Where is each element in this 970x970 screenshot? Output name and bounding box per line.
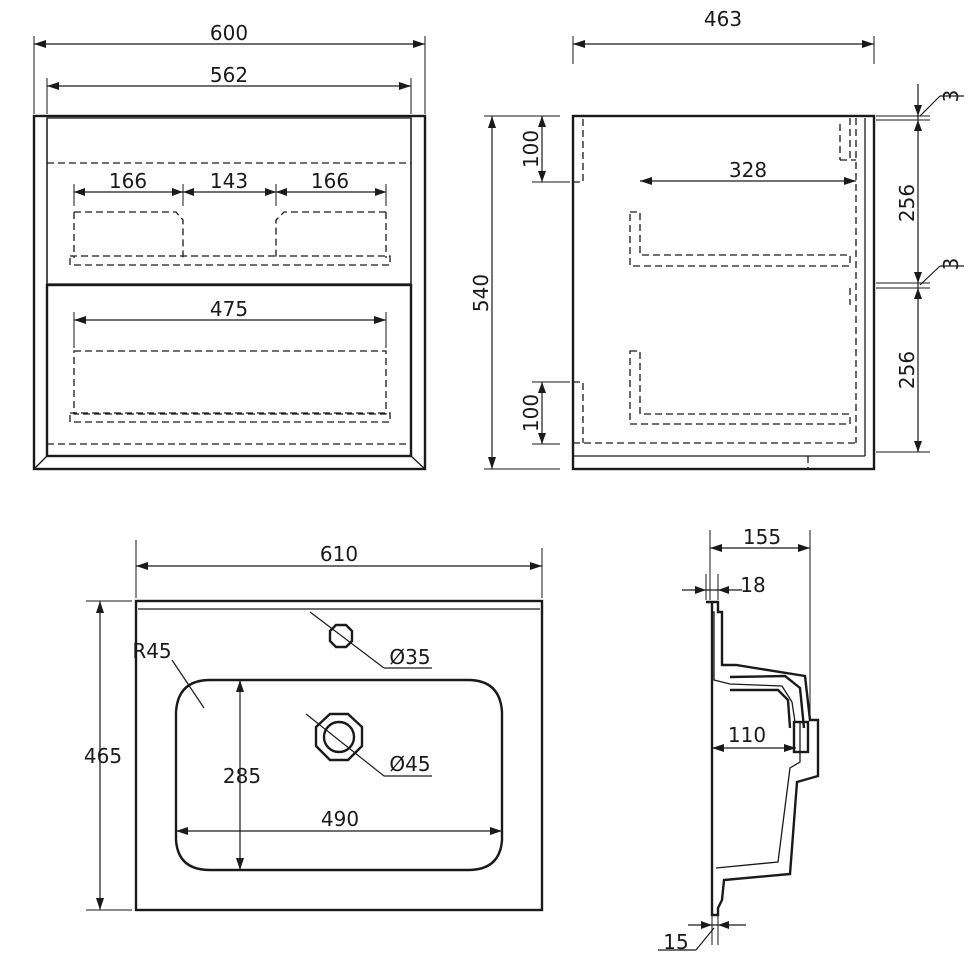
dim-top-drawer-right: 166: [311, 169, 349, 193]
bottom-drawer-front: [45, 283, 413, 458]
dim-top-offset: 100: [519, 130, 543, 168]
dim-inner-width: 562: [210, 63, 248, 87]
dim-corner-radius: R45: [132, 639, 171, 663]
dim-gap-middle: 3: [939, 258, 963, 271]
dim-height: 540: [469, 274, 493, 312]
dim-drawer-height-top: 256: [895, 184, 919, 222]
dim-section-depth: 155: [743, 525, 781, 549]
tap-hole: [328, 623, 354, 649]
dim-top-drawer-left: 166: [109, 169, 147, 193]
dim-bowl-width: 490: [321, 807, 359, 831]
dim-top-drawer-middle: 143: [210, 169, 248, 193]
trap-fitting: [792, 720, 810, 754]
dim-bottom-offset: 100: [519, 394, 543, 432]
dim-bowl-depth: 285: [223, 764, 261, 788]
cabinet-front-outline: [32, 114, 427, 471]
basin-top-outline: [134, 599, 544, 912]
cabinet-side-outline: [571, 114, 876, 471]
dim-depth: 463: [704, 7, 742, 31]
dim-bottom-thickness: 15: [663, 930, 688, 954]
drain-hole-outer: [314, 712, 364, 762]
basin-section-outline: [706, 600, 820, 917]
dim-basin-width: 610: [320, 542, 358, 566]
basin-section-view: 155 18 110 15: [658, 525, 820, 954]
drain-hole-inner: [322, 720, 356, 754]
top-drawer-front: [46, 117, 412, 285]
dim-drawer-height-bottom: 256: [895, 351, 919, 389]
dim-total-width: 600: [210, 21, 248, 45]
dim-tap-hole: Ø35: [389, 645, 430, 669]
dim-runner-length: 328: [729, 158, 767, 182]
dim-drain-hole: Ø45: [389, 752, 430, 776]
cabinet-front-view: 600 562 166 143 166 475: [32, 21, 427, 471]
basin-top-view: 610 465 R45 285 490 Ø35 Ø45: [84, 540, 544, 912]
dim-basin-depth: 465: [84, 744, 122, 768]
dim-rim-thickness: 18: [740, 573, 765, 597]
dim-bottom-drawer-width: 475: [210, 297, 248, 321]
dim-trap-depth: 110: [728, 723, 766, 747]
dim-gap-top: 3: [939, 90, 963, 103]
bowl-outline: [174, 678, 504, 872]
cabinet-side-view: 463 540 100 100 328: [469, 7, 964, 471]
